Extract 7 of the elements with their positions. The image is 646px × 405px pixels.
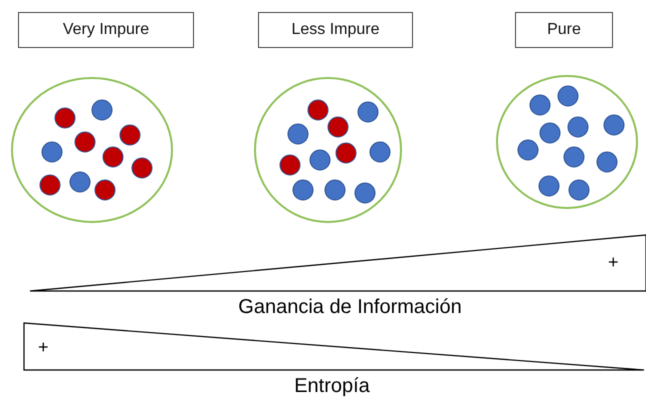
category-label: Less Impure (258, 12, 413, 48)
axis-label: Ganancia de Información (238, 296, 462, 319)
category-label: Pure (515, 12, 613, 48)
axis-label: Entropía (294, 375, 370, 398)
plus-sign: + (38, 337, 49, 358)
plus-sign: + (608, 252, 619, 273)
category-label: Very Impure (18, 12, 194, 48)
